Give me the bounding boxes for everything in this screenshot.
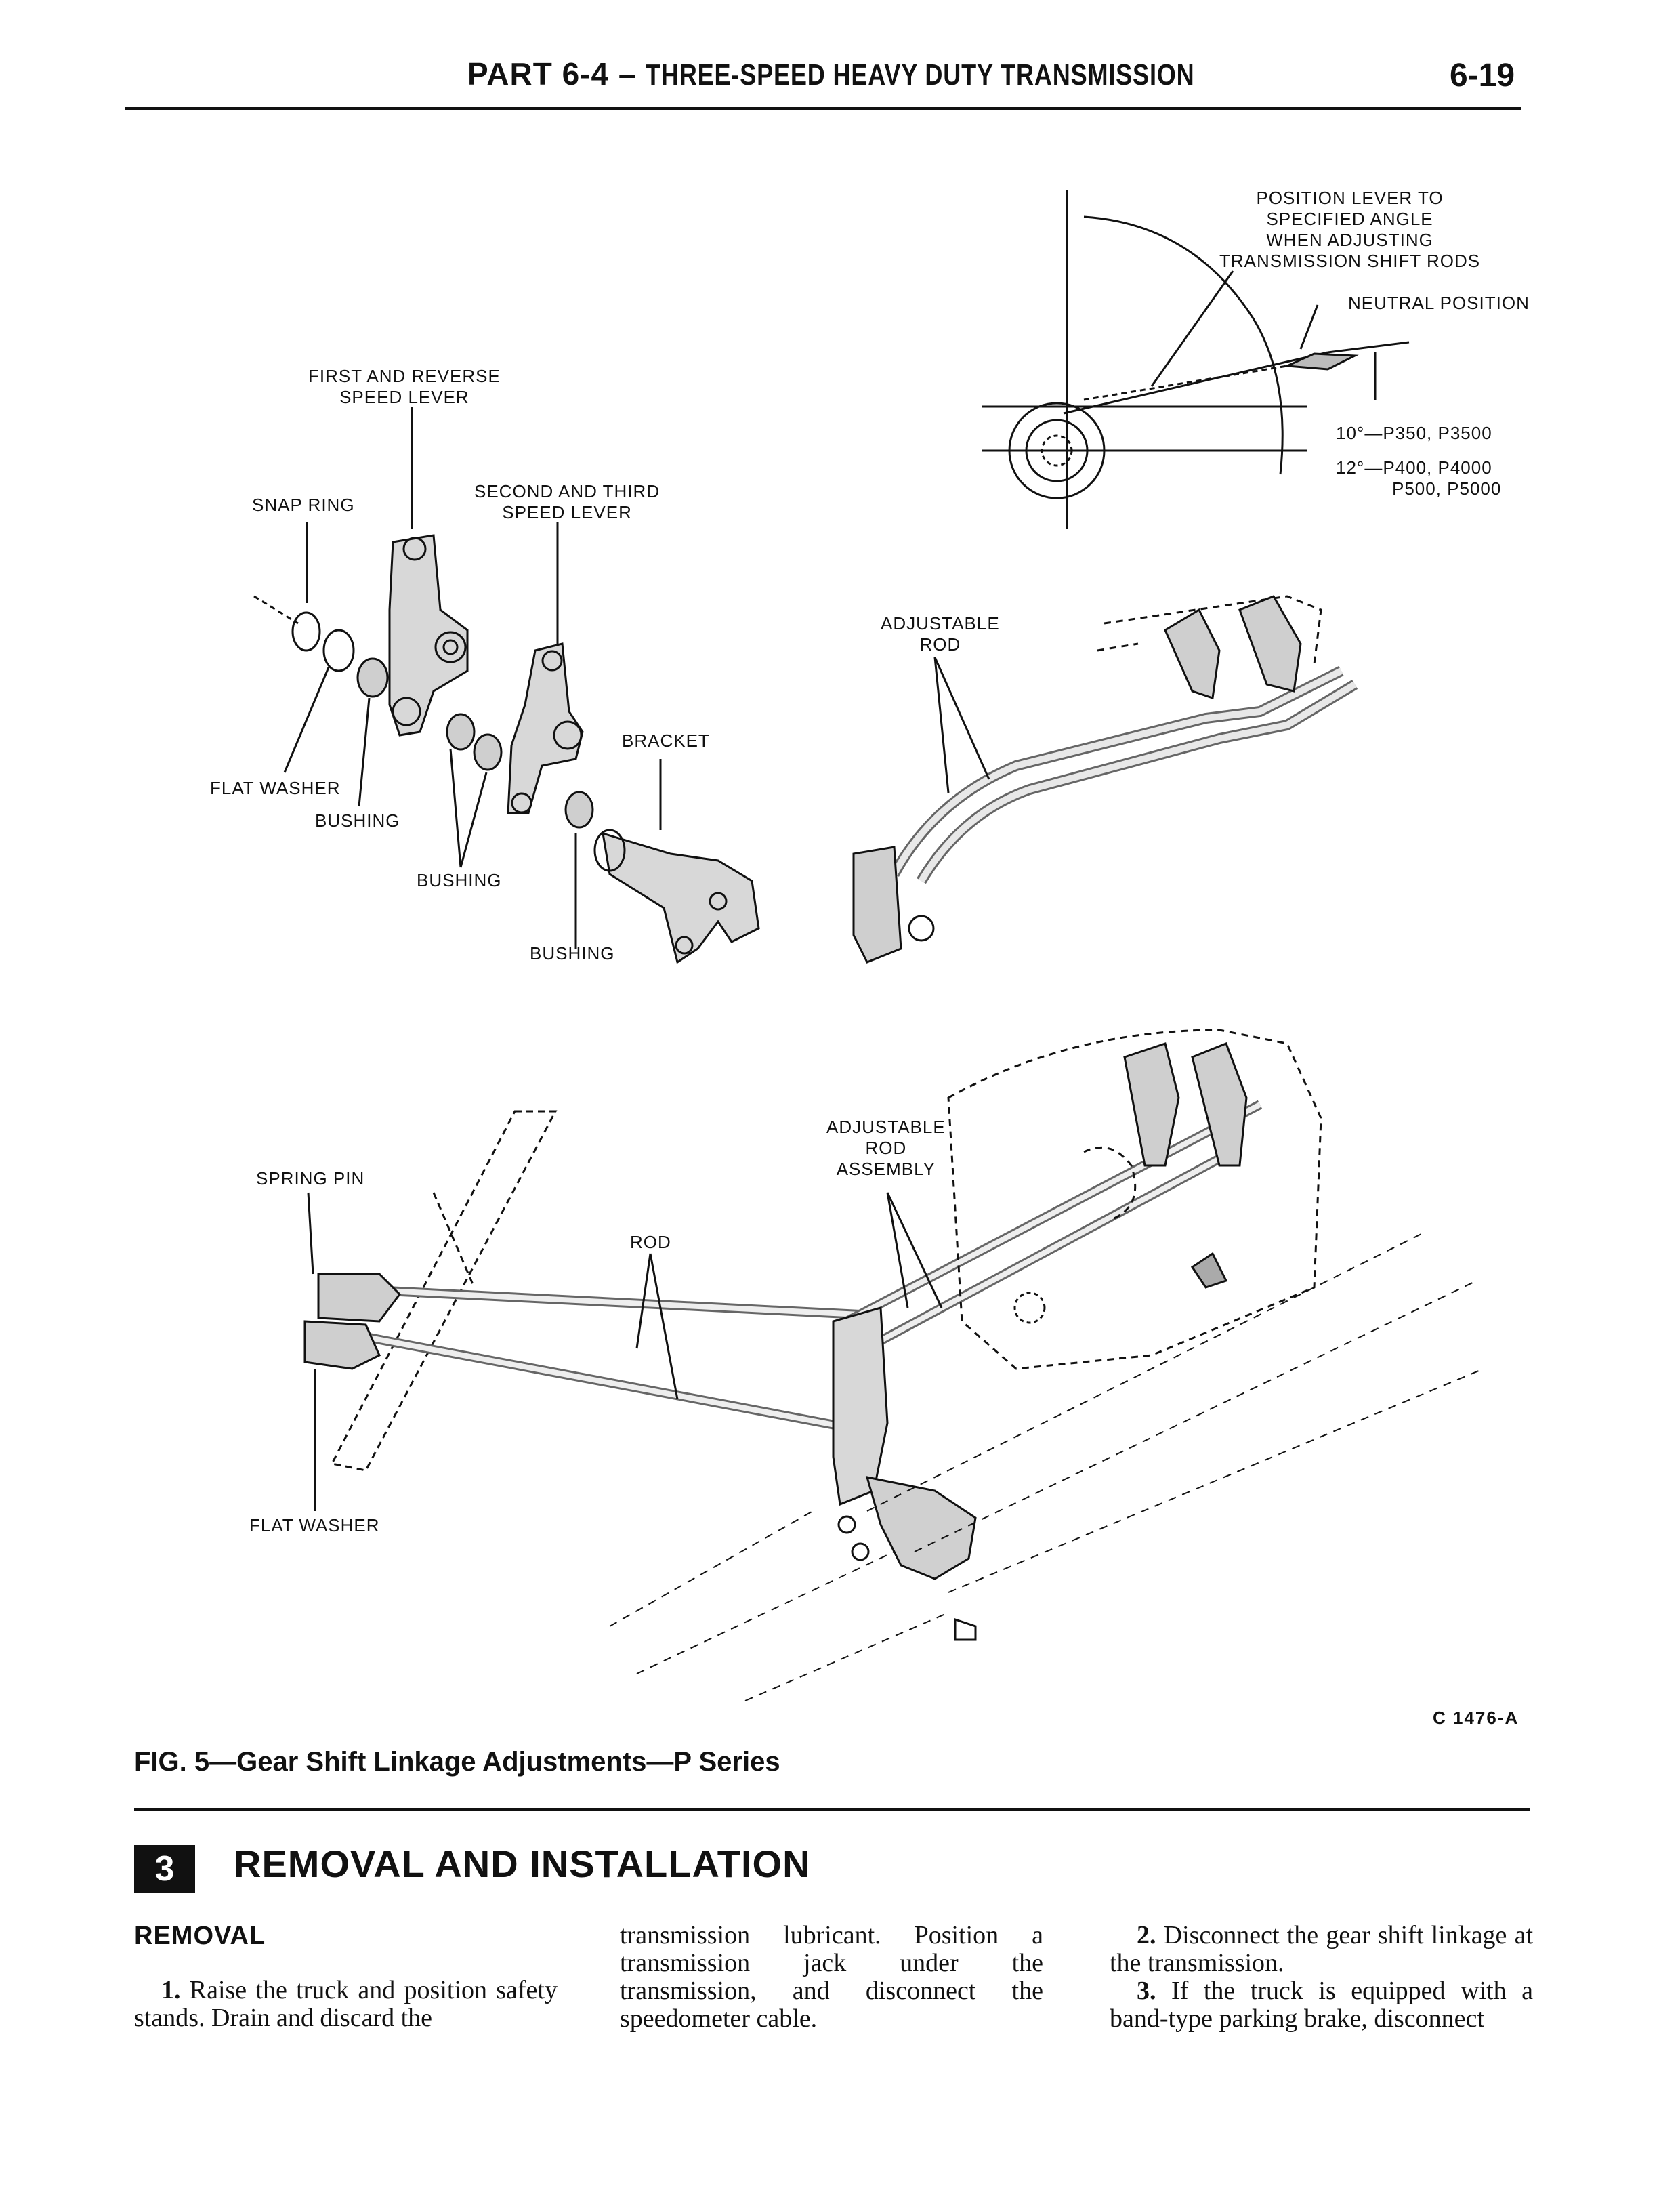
label-bushing-2: BUSHING bbox=[417, 870, 502, 890]
label-adjustable-rod: ADJUSTABLE ROD bbox=[881, 613, 1000, 655]
part-label: PART 6-4 – bbox=[467, 56, 637, 91]
text-column-2: transmission lubricant. Position a trans… bbox=[620, 1922, 1043, 2033]
section-title: REMOVAL AND INSTALLATION bbox=[234, 1842, 811, 1885]
page-number: 6-19 bbox=[1450, 58, 1515, 94]
section-number-badge: 3 bbox=[134, 1845, 195, 1893]
label-rod: ROD bbox=[630, 1232, 671, 1252]
figure-code: C 1476-A bbox=[1433, 1708, 1519, 1728]
step-number: 3. bbox=[1137, 1977, 1156, 2005]
label-bushing-1: BUSHING bbox=[315, 810, 400, 831]
adjustable-rod-illustration bbox=[852, 595, 1358, 964]
label-angle-p500: P500, P5000 bbox=[1392, 478, 1502, 499]
step-text: Raise the truck and position safety stan… bbox=[134, 1976, 558, 2032]
figure-caption: FIG. 5—Gear Shift Linkage Adjustments—P … bbox=[134, 1747, 780, 1777]
label-position-lever: POSITION LEVER TO SPECIFIED ANGLE WHEN A… bbox=[1219, 188, 1480, 272]
section-rule bbox=[134, 1808, 1530, 1811]
label-second-third-lever: SECOND AND THIRD SPEED LEVER bbox=[474, 481, 660, 523]
label-line: SPEED LEVER bbox=[502, 502, 632, 522]
label-line: ADJUSTABLE bbox=[826, 1117, 946, 1137]
label-bracket: BRACKET bbox=[622, 730, 710, 751]
text-column-3: 2. Disconnect the gear shift linkage at … bbox=[1110, 1922, 1533, 2033]
label-line: TRANSMISSION SHIFT RODS bbox=[1219, 251, 1481, 271]
label-line: POSITION LEVER TO bbox=[1256, 188, 1444, 208]
page-header-title: PART 6-4 – THREE-SPEED HEAVY DUTY TRANSM… bbox=[467, 56, 1316, 92]
exploded-lever-assembly bbox=[253, 407, 760, 964]
label-snap-ring: SNAP RING bbox=[252, 495, 355, 515]
label-angle-p350: 10°—P350, P3500 bbox=[1336, 423, 1492, 443]
label-line: ROD bbox=[919, 634, 961, 655]
label-angle-p400: 12°—P400, P4000 bbox=[1336, 457, 1492, 478]
label-line: WHEN ADJUSTING bbox=[1266, 230, 1433, 250]
chapter-title: THREE-SPEED HEAVY DUTY TRANSMISSION bbox=[646, 58, 1195, 91]
label-line: FIRST AND REVERSE bbox=[308, 366, 501, 386]
label-bushing-3: BUSHING bbox=[530, 943, 615, 964]
text-column-1: 1. Raise the truck and position safety s… bbox=[134, 1977, 558, 2032]
label-neutral-position: NEUTRAL POSITION bbox=[1348, 293, 1530, 313]
label-adjustable-rod-assembly: ADJUSTABLE ROD ASSEMBLY bbox=[826, 1117, 946, 1180]
step-text: Disconnect the gear shift linkage at the… bbox=[1110, 1921, 1533, 1977]
step-number: 2. bbox=[1137, 1921, 1156, 1949]
label-first-reverse-lever: FIRST AND REVERSE SPEED LEVER bbox=[308, 366, 501, 408]
label-line: SPEED LEVER bbox=[339, 387, 469, 407]
step-text: If the truck is equipped with a band-typ… bbox=[1110, 1977, 1534, 2033]
paragraph-step-1: 1. Raise the truck and position safety s… bbox=[134, 1977, 558, 2032]
paragraph-step-2: 2. Disconnect the gear shift linkage at … bbox=[1110, 1922, 1533, 1977]
label-spring-pin: SPRING PIN bbox=[256, 1168, 365, 1189]
label-line: ADJUSTABLE bbox=[881, 613, 1000, 634]
header-rule bbox=[125, 107, 1521, 110]
label-flat-washer-top: FLAT WASHER bbox=[210, 778, 341, 798]
linkage-assembly-illustration bbox=[303, 1029, 1484, 1701]
label-line: ROD bbox=[865, 1138, 907, 1158]
label-flat-washer-bottom: FLAT WASHER bbox=[249, 1515, 380, 1535]
step-number: 1. bbox=[161, 1976, 181, 2004]
label-line: SPECIFIED ANGLE bbox=[1266, 209, 1433, 229]
paragraph-step-3: 3. If the truck is equipped with a band-… bbox=[1110, 1977, 1533, 2033]
paragraph-continued: transmission lubricant. Position a trans… bbox=[620, 1921, 1043, 2033]
neutral-position-diagram bbox=[982, 190, 1410, 529]
label-line: SECOND AND THIRD bbox=[474, 481, 660, 501]
label-line: ASSEMBLY bbox=[836, 1159, 936, 1179]
subheading-removal: REMOVAL bbox=[134, 1922, 266, 1950]
